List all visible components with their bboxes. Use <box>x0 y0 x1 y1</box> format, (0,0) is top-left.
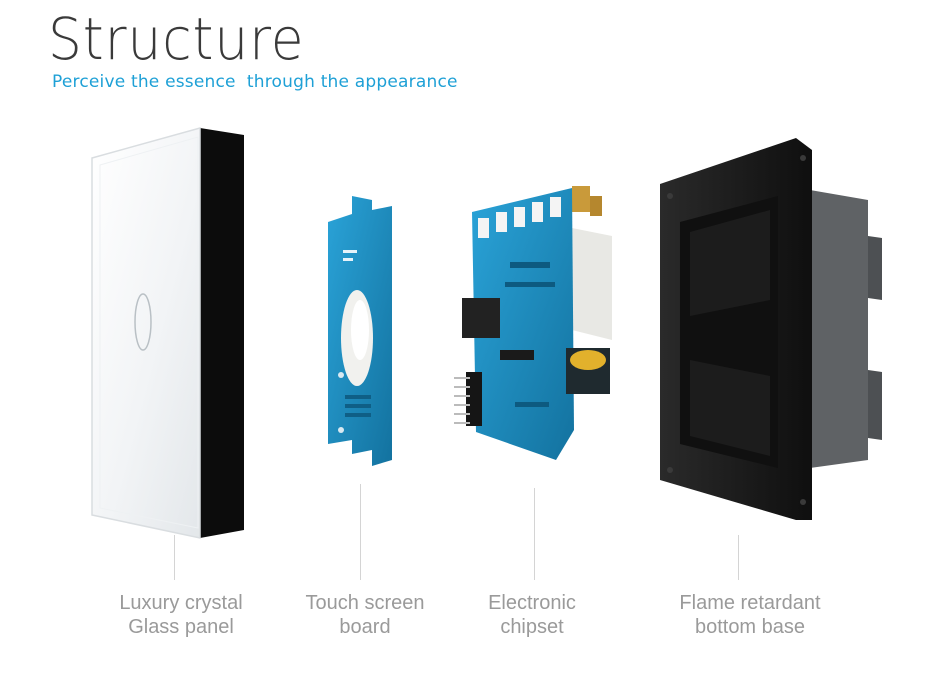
leader-line-base <box>738 535 739 580</box>
leader-line-touch <box>360 484 361 580</box>
caption-line-1: Touch screen <box>305 592 425 614</box>
caption-bottom-base: Flame retardant bottom base <box>650 591 850 639</box>
leader-line-chipset <box>534 488 535 580</box>
caption-chipset: Electronic chipset <box>432 591 632 639</box>
caption-line-2: chipset <box>500 616 564 638</box>
touch-board-image <box>328 196 392 466</box>
bottom-base-image <box>660 138 882 520</box>
caption-line-2: board <box>339 616 391 638</box>
glass-panel-image <box>91 127 244 539</box>
caption-line-1: Luxury crystal <box>119 592 243 614</box>
caption-line-2: bottom base <box>694 616 806 638</box>
caption-touch-board: Touch screen board <box>265 591 465 639</box>
page-subtitle: Perceive the essence through the appeara… <box>52 72 458 92</box>
page-title: Structure <box>48 5 305 73</box>
chipset-image <box>454 186 612 460</box>
leader-line-glass <box>174 535 175 580</box>
caption-line-1: Flame retardant <box>679 592 821 614</box>
caption-line-1: Electronic <box>488 592 576 614</box>
caption-line-2: Glass panel <box>128 616 234 638</box>
caption-glass-panel: Luxury crystal Glass panel <box>81 591 281 639</box>
touch-button-ring <box>134 293 152 351</box>
